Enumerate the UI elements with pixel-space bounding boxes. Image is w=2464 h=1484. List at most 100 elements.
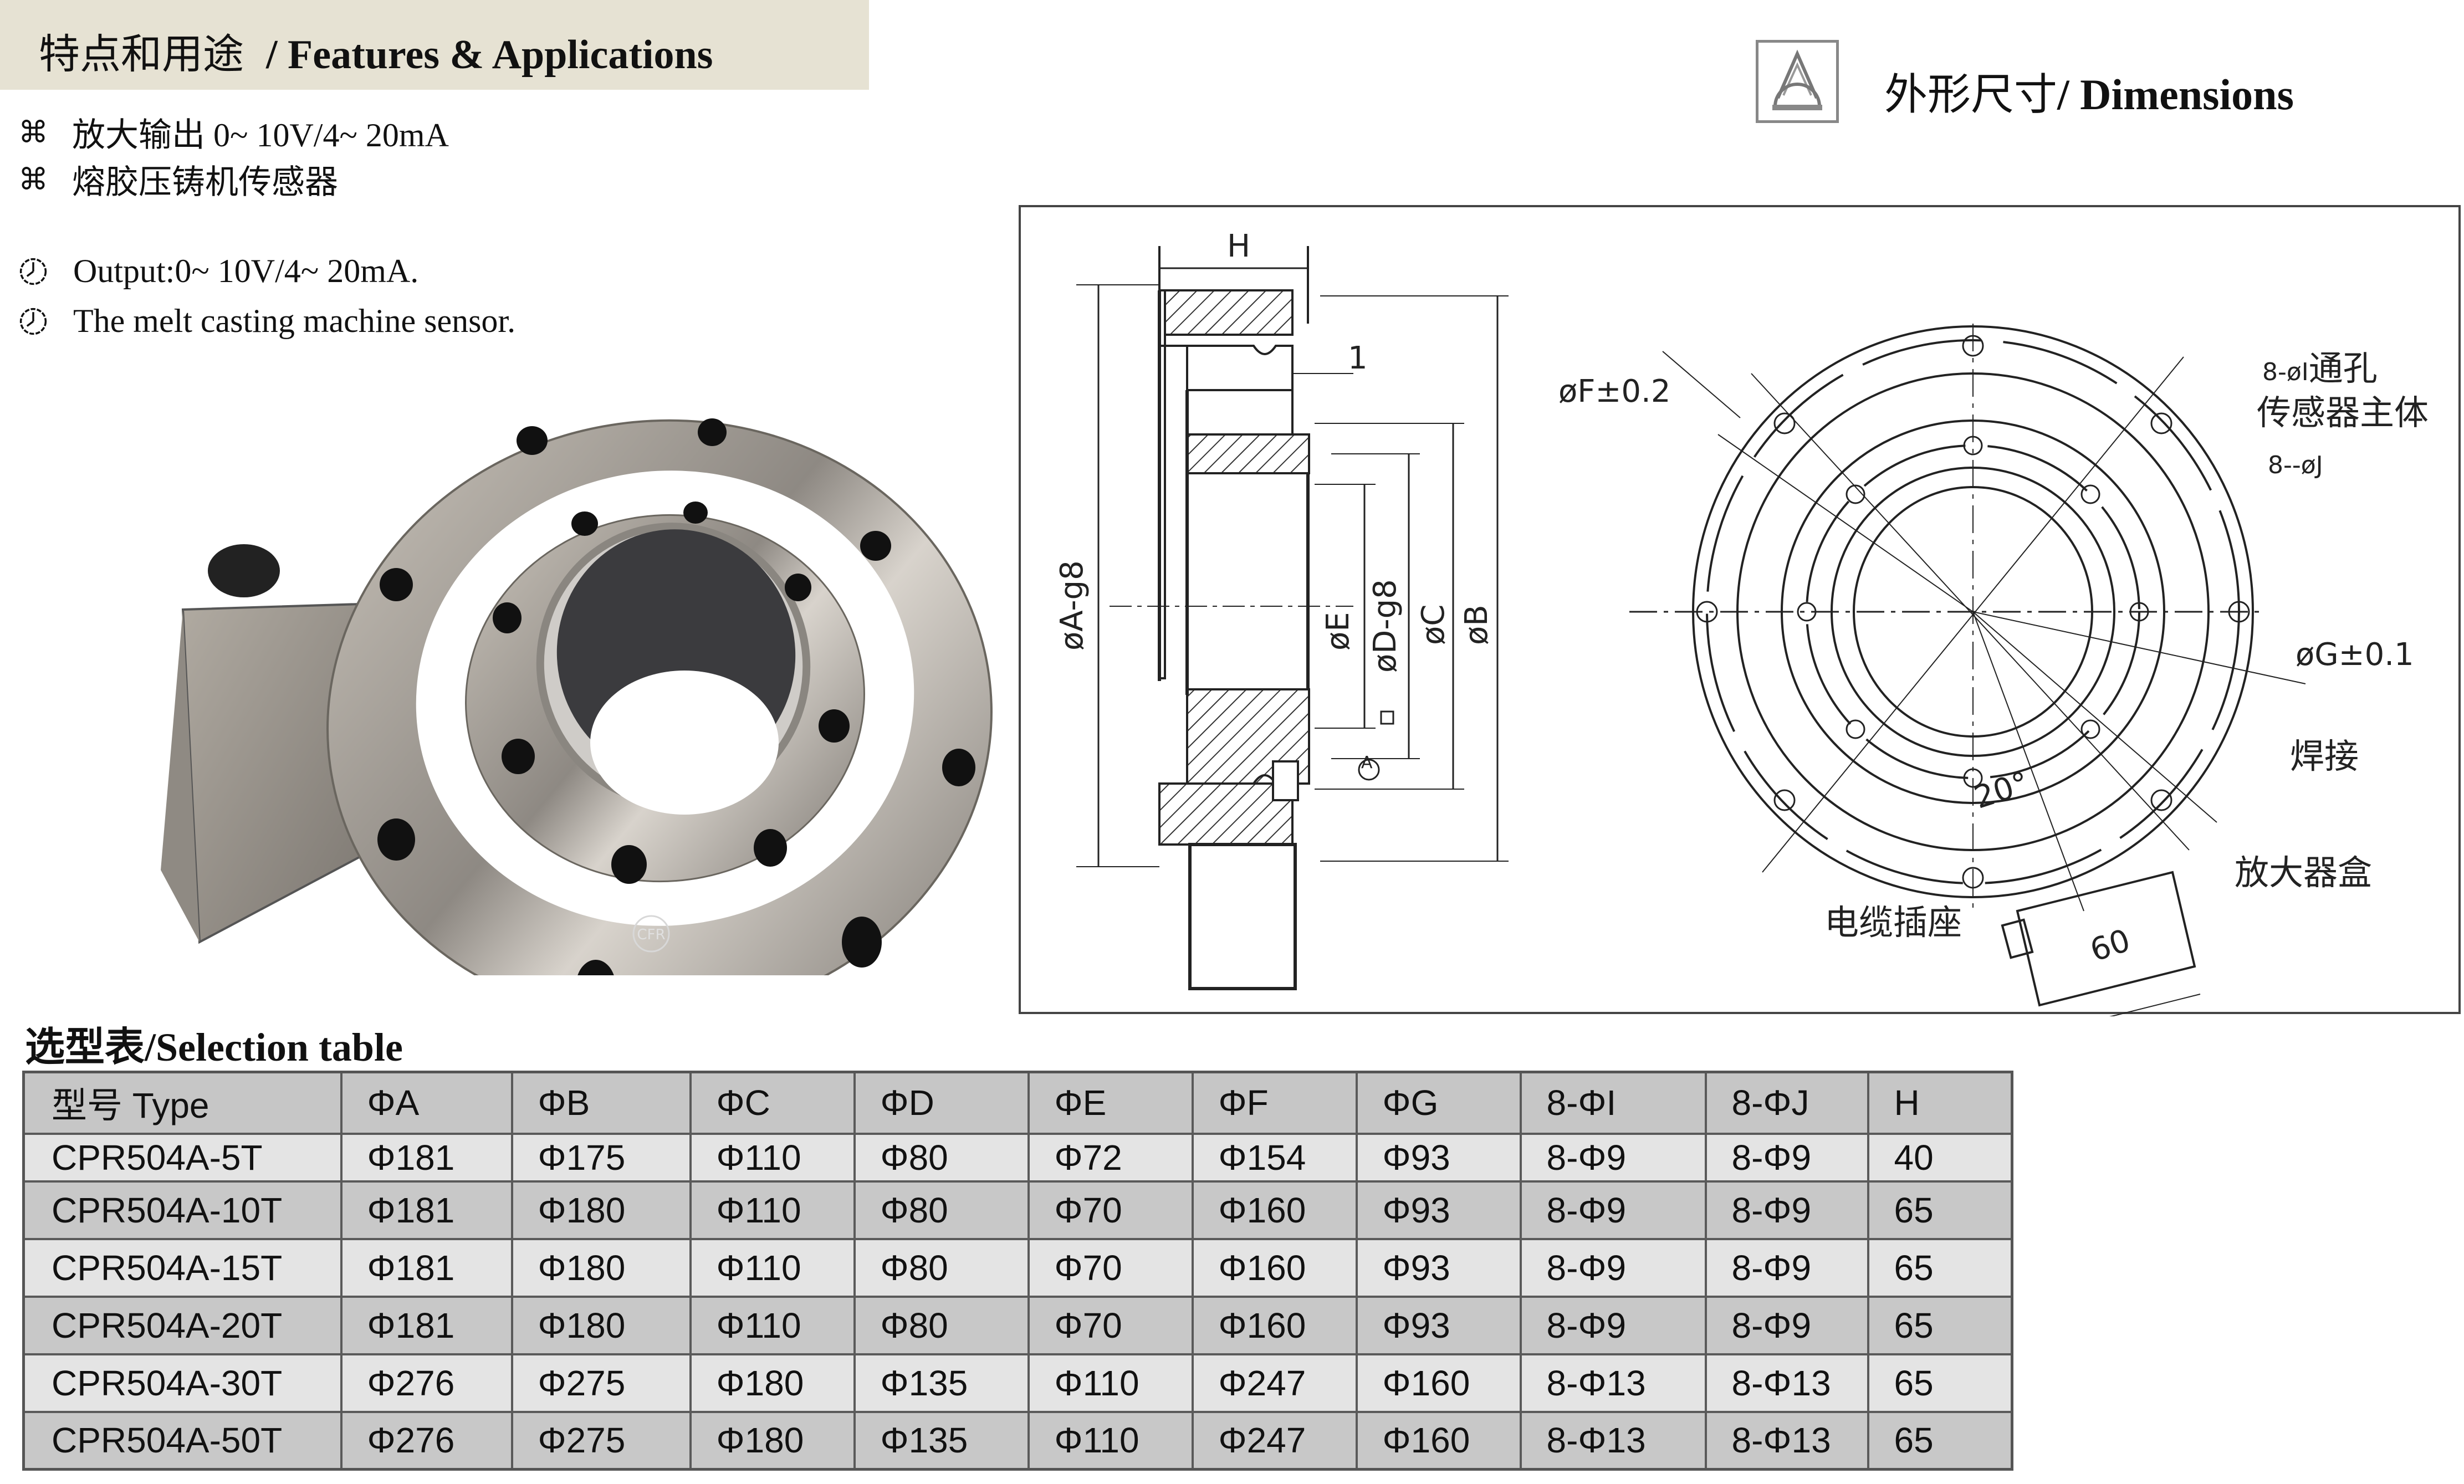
spec-cell: 65 <box>1867 1353 2013 1413</box>
spec-cell: Φ135 <box>853 1353 1030 1413</box>
spec-cell: 8-Φ9 <box>1519 1132 1707 1183</box>
spec-cell: 8-Φ13 <box>1704 1353 1869 1413</box>
features-header-band <box>0 0 869 90</box>
spec-cell: Φ70 <box>1027 1180 1194 1240</box>
dimensions-title-en: / Dimensions <box>2057 70 2294 119</box>
spec-cell: Φ110 <box>689 1295 856 1355</box>
column-header: ΦE <box>1027 1071 1194 1135</box>
spec-cell: Φ275 <box>510 1353 692 1413</box>
svg-text:CFR: CFR <box>637 927 665 943</box>
label-8-phiJ: 8--øJ <box>2268 451 2323 479</box>
model-cell: CPR504A-20T <box>22 1295 342 1355</box>
feature-text: The melt casting machine sensor. <box>73 303 516 339</box>
clock-icon <box>19 258 47 285</box>
spec-cell: Φ160 <box>1355 1410 1522 1471</box>
features-title: 特点和用途/ Features & Applications <box>39 21 713 80</box>
spec-cell: 8-Φ9 <box>1519 1237 1707 1298</box>
side-view <box>1076 246 1509 990</box>
spec-cell: Φ93 <box>1355 1295 1522 1355</box>
feature-text: Output:0~ 10V/4~ 20mA. <box>73 253 419 289</box>
spec-cell: Φ110 <box>1027 1353 1194 1413</box>
spec-cell: Φ110 <box>689 1180 856 1240</box>
spec-cell: Φ80 <box>853 1132 1030 1183</box>
spec-cell: Φ181 <box>340 1132 513 1183</box>
spec-cell: 8-Φ9 <box>1704 1237 1869 1298</box>
column-header: ΦG <box>1355 1071 1522 1135</box>
label-amplifier-box: 放大器盒 <box>2235 852 2373 893</box>
spec-cell: Φ160 <box>1191 1237 1358 1298</box>
feature-bullet-cn-1: ⌘ 放大输出 0~ 10V/4~ 20mA <box>17 108 449 156</box>
command-key-icon: ⌘ <box>18 115 48 150</box>
spec-cell: 65 <box>1867 1295 2013 1355</box>
label-sensor-body: 传感器主体 <box>2257 392 2429 433</box>
spec-cell: Φ180 <box>510 1237 692 1298</box>
label-phiD: øD-g8 <box>1367 579 1403 673</box>
spec-cell: Φ181 <box>340 1295 513 1355</box>
spec-cell: Φ110 <box>1027 1410 1194 1471</box>
spec-cell: Φ181 <box>340 1237 513 1298</box>
column-header: 8-ΦJ <box>1704 1071 1869 1135</box>
spec-cell: Φ93 <box>1355 1237 1522 1298</box>
selection-table-title: 选型表/Selection table <box>25 1025 403 1069</box>
spec-cell: Φ181 <box>340 1180 513 1240</box>
front-view <box>1629 324 2306 1016</box>
feature-text: 放大输出 0~ 10V/4~ 20mA <box>72 117 449 153</box>
spec-cell: 8-Φ9 <box>1519 1180 1707 1240</box>
spec-cell: 8-Φ13 <box>1704 1410 1869 1471</box>
spec-cell: Φ160 <box>1191 1180 1358 1240</box>
label-phiE: øE <box>1320 612 1356 651</box>
cable-connector <box>208 544 280 597</box>
column-header: H <box>1867 1071 2013 1135</box>
spec-cell: Φ175 <box>510 1132 692 1183</box>
spec-cell: 8-Φ9 <box>1704 1180 1869 1240</box>
label-weld: 焊接 <box>2290 736 2359 776</box>
model-cell: CPR504A-15T <box>22 1237 342 1298</box>
dimensions-title-cn: 外形尺寸 <box>1884 70 2058 119</box>
spec-cell: Φ180 <box>689 1410 856 1471</box>
spec-cell: 65 <box>1867 1237 2013 1298</box>
spec-cell: Φ80 <box>853 1237 1030 1298</box>
label-phiA: øA-g8 <box>1054 560 1090 651</box>
table-header-row: 型号 Type ΦA ΦB ΦC ΦD ΦE ΦF ΦG 8-ΦI 8-ΦJ H <box>22 1071 2013 1135</box>
label-phiC: øC <box>1415 604 1451 645</box>
spec-cell: 40 <box>1867 1132 2013 1183</box>
clock-icon <box>19 308 47 335</box>
spec-cell: Φ80 <box>853 1295 1030 1355</box>
column-header: ΦB <box>510 1071 692 1135</box>
column-header: 8-ΦI <box>1519 1071 1707 1135</box>
label-8-phiI: 8-øI通孔 <box>2262 348 2378 388</box>
spec-cell: Φ80 <box>853 1180 1030 1240</box>
outer-bolt-holes <box>377 418 975 975</box>
feature-bullet-en-2: The melt casting machine sensor. <box>17 302 515 340</box>
product-photo: CFR <box>161 418 993 975</box>
feature-text: 熔胶压铸机传感器 <box>72 164 338 201</box>
column-header: ΦC <box>689 1071 856 1135</box>
feature-bullet-cn-2: ⌘ 熔胶压铸机传感器 <box>17 155 338 203</box>
cfr-logo: CFR <box>632 915 670 953</box>
column-header: ΦF <box>1191 1071 1358 1135</box>
spec-cell: 8-Φ9 <box>1704 1295 1869 1355</box>
label-phiB: øB <box>1459 605 1495 645</box>
spec-cell: Φ72 <box>1027 1132 1194 1183</box>
spec-cell: Φ110 <box>689 1132 856 1183</box>
spec-cell: Φ154 <box>1191 1132 1358 1183</box>
command-key-icon: ⌘ <box>18 162 48 197</box>
spec-cell: 65 <box>1867 1410 2013 1471</box>
model-cell: CPR504A-5T <box>22 1132 342 1183</box>
spec-cell: Φ276 <box>340 1353 513 1413</box>
features-title-cn: 特点和用途 <box>39 32 244 78</box>
column-header: ΦD <box>853 1071 1030 1135</box>
model-cell: CPR504A-30T <box>22 1353 342 1413</box>
column-header: ΦA <box>340 1071 513 1135</box>
feature-bullet-en-1: Output:0~ 10V/4~ 20mA. <box>17 252 418 290</box>
spec-cell: 8-Φ13 <box>1519 1410 1707 1471</box>
label-phiG: øG±0.1 <box>2296 637 2414 673</box>
spec-cell: Φ180 <box>689 1353 856 1413</box>
dimensions-title: 外形尺寸/ Dimensions <box>1884 60 2294 122</box>
label-H: H <box>1227 228 1251 264</box>
